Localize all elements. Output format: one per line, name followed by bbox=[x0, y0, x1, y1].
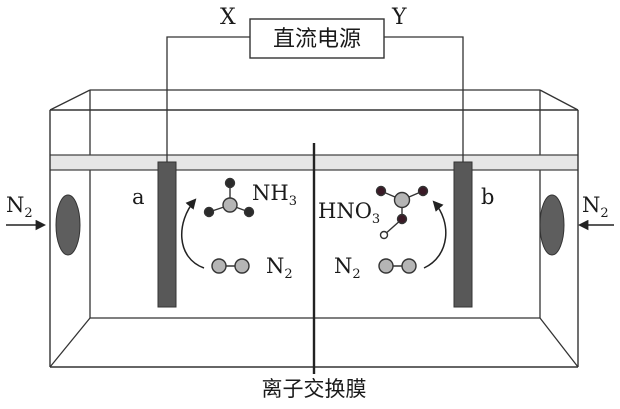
electrode-a-label: a bbox=[132, 185, 145, 209]
terminal-y-label: Y bbox=[391, 5, 407, 30]
right-reaction-arrow bbox=[423, 200, 447, 269]
electrode-b bbox=[453, 161, 473, 308]
electrode-a bbox=[157, 161, 177, 308]
right-n2-label: N2 bbox=[334, 254, 361, 282]
right-gas-window bbox=[539, 194, 565, 256]
electrode-b-label: b bbox=[481, 185, 494, 209]
left-n2-molecule-icon bbox=[211, 258, 250, 274]
nh3-molecule-icon bbox=[203, 177, 255, 218]
hno3-molecule-icon bbox=[375, 185, 429, 240]
circuit-wires bbox=[166, 36, 464, 162]
left-gas-window bbox=[55, 194, 81, 256]
hno3-label: HNO3 bbox=[318, 199, 380, 227]
dc-power-source-label: 直流电源 bbox=[273, 27, 361, 52]
right-inlet-gas-label: N2 bbox=[582, 193, 609, 221]
dc-power-source-box bbox=[249, 18, 385, 59]
left-n2-label: N2 bbox=[266, 254, 293, 282]
nh3-label: NH3 bbox=[252, 181, 297, 209]
right-n2-molecule-icon bbox=[378, 258, 417, 274]
left-reaction-arrow bbox=[181, 198, 205, 269]
left-inlet-gas-label: N2 bbox=[6, 193, 33, 221]
tank-front bbox=[49, 109, 579, 368]
membrane-label: 离子交换膜 bbox=[262, 377, 367, 401]
terminal-x-label: X bbox=[220, 5, 236, 30]
